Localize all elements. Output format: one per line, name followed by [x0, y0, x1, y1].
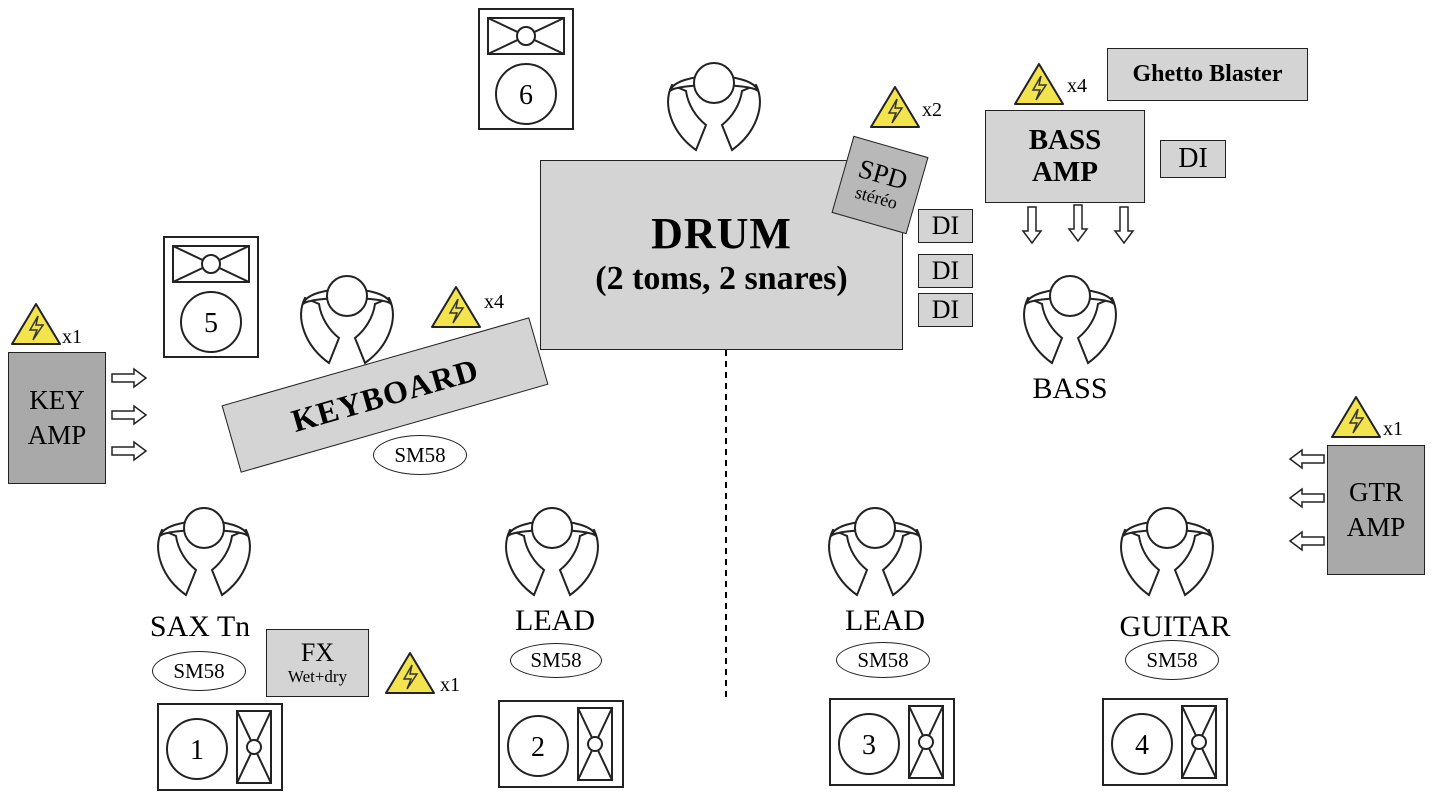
di-label: DI [931, 256, 960, 285]
lead-1-person-icon [505, 507, 599, 597]
power-warning-icon [431, 286, 481, 328]
mic-label: SM58 [1146, 647, 1198, 672]
monitor-wedge-1: 1 [157, 703, 283, 791]
wedge-number-3: 3 [862, 730, 876, 761]
power-count-drum: x2 [922, 99, 942, 121]
stage-center-line [725, 350, 727, 700]
arrow-left-icon [1288, 487, 1325, 509]
power-warning-icon [1014, 63, 1064, 105]
bass-amp-line1: BASS [1028, 123, 1102, 156]
key-amp-line1: KEY [29, 384, 85, 415]
mic-label: SM58 [173, 658, 225, 683]
wedge-number-4: 4 [1135, 730, 1149, 761]
arrow-right-icon [111, 440, 148, 462]
arrow-down-icon [1113, 206, 1135, 245]
ghetto-blaster-box: Ghetto Blaster [1107, 48, 1308, 101]
di-box-drum-3: DI [918, 293, 973, 327]
mic-keyboard: SM58 [373, 435, 467, 475]
monitor-wedge-5: 5 [163, 236, 259, 358]
arrow-right-icon [111, 367, 148, 389]
power-count-bass: x4 [1067, 75, 1087, 97]
drum-subtitle: (2 toms, 2 snares) [595, 259, 848, 297]
power-warning-icon [11, 303, 61, 345]
power-count-fx: x1 [440, 674, 460, 696]
guitar-person-icon [1120, 507, 1214, 597]
di-label: DI [931, 295, 960, 324]
bass-amp-box: BASS AMP [985, 110, 1145, 203]
arrow-down-icon [1067, 204, 1089, 243]
mic-label: SM58 [394, 442, 446, 467]
mic-lead-1: SM58 [510, 643, 602, 678]
sax-person-icon [157, 507, 251, 597]
gtr-amp-line2: AMP [1346, 512, 1406, 542]
power-warning-icon [1331, 396, 1381, 438]
power-warning-icon [385, 652, 435, 694]
arrow-left-icon [1288, 448, 1325, 470]
di-label: DI [1178, 143, 1208, 174]
arrow-down-icon [1021, 206, 1043, 245]
di-box-drum-1: DI [918, 209, 973, 243]
drum-title: DRUM [651, 209, 792, 259]
fx-box: FX Wet+dry [266, 629, 369, 697]
monitor-wedge-6: 6 [478, 8, 574, 130]
fx-subtitle: Wet+dry [287, 667, 348, 687]
musician-label-lead-2: LEAD [845, 604, 925, 637]
monitor-wedge-2: 2 [498, 700, 624, 788]
gtr-amp-box: GTR AMP [1327, 445, 1425, 575]
fx-title: FX [300, 637, 335, 667]
power-warning-icon [870, 86, 920, 128]
wedge-number-2: 2 [531, 732, 545, 763]
key-amp-line2: AMP [27, 420, 87, 450]
musician-label-lead-1: LEAD [515, 604, 595, 637]
mic-label: SM58 [857, 647, 909, 672]
lead-2-person-icon [828, 507, 922, 597]
arrow-left-icon [1288, 530, 1325, 552]
power-count-gtr-amp: x1 [1383, 418, 1403, 440]
wedge-number-1: 1 [190, 735, 204, 766]
drummer-person-icon [667, 62, 761, 152]
di-label: DI [931, 211, 960, 240]
keyboard-person-icon [300, 275, 394, 365]
power-count-key-amp: x1 [62, 326, 82, 348]
musician-label-guitar: GUITAR [1119, 610, 1231, 643]
musician-label-bass: BASS [1032, 372, 1108, 405]
monitor-wedge-3: 3 [829, 698, 955, 786]
bass-amp-line2: AMP [1031, 155, 1099, 188]
di-box-bass: DI [1160, 140, 1226, 178]
arrow-right-icon [111, 404, 148, 426]
mic-lead-2: SM58 [836, 642, 930, 678]
monitor-wedge-4: 4 [1102, 698, 1228, 786]
bass-person-icon [1023, 275, 1117, 365]
ghetto-blaster-label: Ghetto Blaster [1132, 61, 1283, 87]
gtr-amp-line1: GTR [1349, 476, 1403, 507]
mic-guitar: SM58 [1125, 640, 1219, 680]
di-box-drum-2: DI [918, 254, 973, 288]
mic-sax: SM58 [152, 651, 246, 691]
wedge-number-6: 6 [519, 80, 533, 111]
musician-label-sax: SAX Tn [149, 610, 251, 643]
wedge-number-5: 5 [204, 308, 218, 339]
power-count-keyboard: x4 [484, 291, 504, 313]
mic-label: SM58 [530, 648, 582, 672]
key-amp-box: KEY AMP [8, 352, 106, 484]
